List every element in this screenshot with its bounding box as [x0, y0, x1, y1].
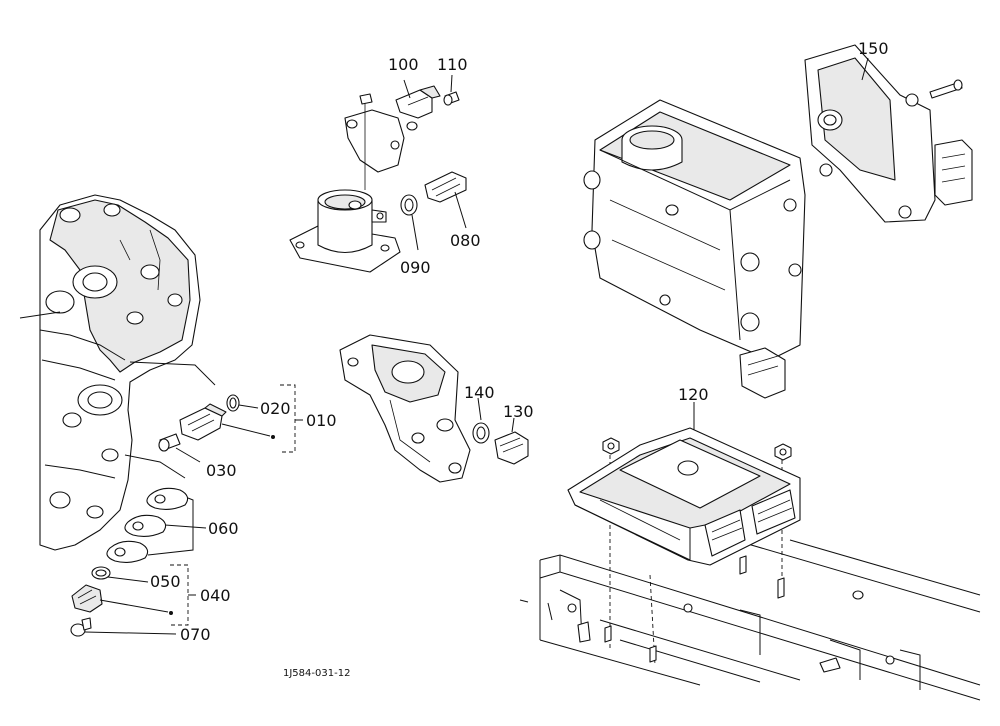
gasket-060-a	[146, 487, 189, 511]
ecu-120	[567, 427, 801, 566]
nuts-120	[602, 437, 792, 461]
ecu-cover-150	[804, 44, 973, 223]
sensor-130	[494, 431, 529, 465]
washer-140	[472, 422, 490, 444]
label-010: 010	[306, 411, 337, 430]
leader-lines-top	[403, 74, 467, 251]
label-040: 040	[200, 586, 231, 605]
sensor-010-body	[179, 403, 227, 441]
label-050: 050	[150, 572, 181, 591]
label-110: 110	[437, 55, 468, 74]
thermostat-housing	[289, 189, 401, 273]
label-100: 100	[388, 55, 419, 74]
label-060: 060	[208, 519, 239, 538]
label-140: 140	[464, 383, 495, 402]
label-020: 020	[260, 399, 291, 418]
bolt-top	[359, 93, 373, 105]
label-070: 070	[180, 625, 211, 644]
sensor-080	[424, 171, 467, 203]
label-080: 080	[450, 231, 481, 250]
label-120: 120	[678, 385, 709, 404]
leader-lines-center	[477, 397, 515, 433]
leader-lines-right-top	[861, 57, 869, 81]
label-150: 150	[858, 39, 889, 58]
sensor-020-oring	[226, 394, 240, 412]
label-090: 090	[400, 258, 431, 277]
bolt-030	[158, 433, 181, 452]
ecu-housing	[583, 99, 806, 399]
water-outlet-flange	[339, 334, 471, 483]
engine-block-housing	[19, 194, 216, 551]
bracket-plate	[344, 100, 405, 190]
washer-090	[400, 194, 418, 216]
gasket-060-b	[124, 514, 167, 538]
sensor-100	[395, 85, 441, 131]
studs-120	[604, 555, 785, 663]
leader-lines-left	[84, 384, 303, 635]
drawing-code: 1J584-031-12	[283, 668, 350, 679]
label-030: 030	[206, 461, 237, 480]
bolt-150	[929, 79, 963, 99]
label-130: 130	[503, 402, 534, 421]
part-labels: 020 010 030 060 050 040 070 100 110 080 …	[150, 39, 889, 679]
oring-050	[91, 566, 111, 580]
sensor-040-body	[71, 584, 103, 613]
gasket-060-c	[106, 540, 149, 564]
bolt-070	[70, 617, 92, 637]
bolt-110	[443, 91, 460, 106]
